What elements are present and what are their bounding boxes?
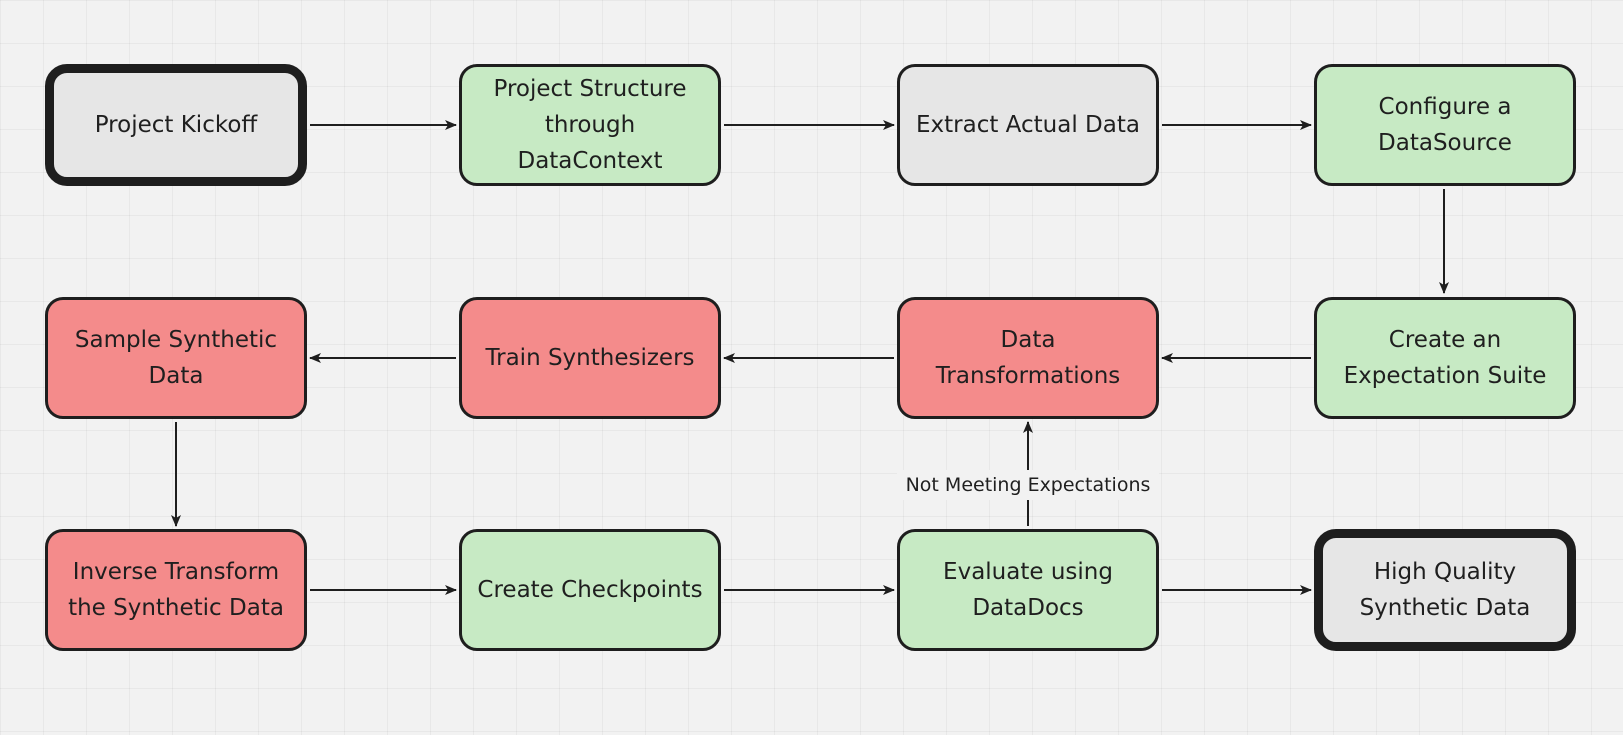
node-label: Project Structure through DataContext	[493, 76, 687, 174]
node-label: Project Kickoff	[94, 112, 258, 138]
node-project-kickoff[interactable]: Project Kickoff	[45, 64, 307, 186]
node-label: Inverse Transform the Synthetic Data	[68, 559, 284, 621]
node-evaluate-datadocs[interactable]: Evaluate using DataDocs	[897, 529, 1159, 651]
node-train-synthesizers[interactable]: Train Synthesizers	[459, 297, 721, 419]
node-label: Configure a DataSource	[1378, 94, 1512, 156]
node-label: Data Transformations	[935, 327, 1121, 389]
edge-label-not-meeting-expectations: Not Meeting Expectations	[897, 470, 1159, 500]
node-inverse-transform[interactable]: Inverse Transform the Synthetic Data	[45, 529, 307, 651]
node-data-transformations[interactable]: Data Transformations	[897, 297, 1159, 419]
node-high-quality-synthetic-data[interactable]: High Quality Synthetic Data	[1314, 529, 1576, 651]
node-label: Train Synthesizers	[485, 345, 695, 371]
node-label: Evaluate using DataDocs	[943, 559, 1113, 621]
node-create-checkpoints[interactable]: Create Checkpoints	[459, 529, 721, 651]
node-extract-actual-data[interactable]: Extract Actual Data	[897, 64, 1159, 186]
node-label: Extract Actual Data	[916, 112, 1140, 138]
node-sample-synthetic-data[interactable]: Sample Synthetic Data	[45, 297, 307, 419]
node-configure-datasource[interactable]: Configure a DataSource	[1314, 64, 1576, 186]
node-label: Create Checkpoints	[477, 577, 703, 603]
node-label: Sample Synthetic Data	[74, 327, 278, 389]
node-project-structure[interactable]: Project Structure through DataContext	[459, 64, 721, 186]
node-label: Create an Expectation Suite	[1343, 327, 1547, 389]
node-label: High Quality Synthetic Data	[1359, 559, 1531, 621]
node-create-expectation-suite[interactable]: Create an Expectation Suite	[1314, 297, 1576, 419]
